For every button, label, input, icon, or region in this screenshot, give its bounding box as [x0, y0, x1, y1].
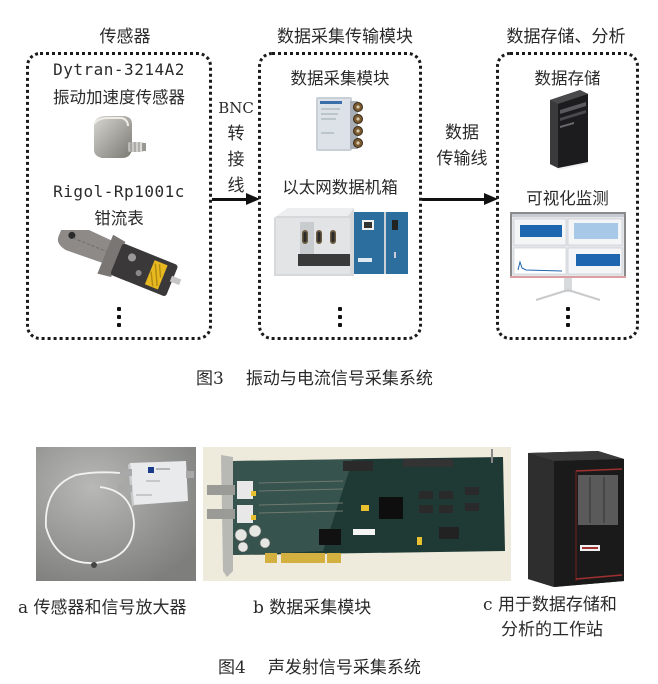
accelerometer-name: 振动加速度传感器: [53, 88, 185, 107]
panel-b-letter: b: [253, 598, 264, 618]
figure4-caption: 图4 声发射信号采集系统: [218, 653, 421, 678]
figure3-number: 图3: [196, 369, 224, 389]
figure4-number: 图4: [218, 658, 246, 678]
bnc-arrow-head: [246, 193, 260, 205]
figure4-title: 声发射信号采集系统: [267, 658, 421, 678]
daq-module-image: [312, 95, 366, 155]
panel-c-letter: c: [483, 595, 493, 615]
bnc-label-line3: 接: [227, 150, 245, 170]
panel-c-text-line2: 分析的工作站: [501, 620, 603, 640]
workstation-photo: [520, 447, 632, 589]
sensors-ellipsis: [117, 307, 121, 331]
storage-box: [496, 52, 639, 340]
storage-pc-image: [544, 88, 592, 170]
monitoring-display-image: [508, 210, 628, 302]
acquisition-card-photo: [203, 447, 511, 581]
data-cable-arrow-line: [422, 198, 490, 201]
sensors-heading: 传感器: [99, 27, 151, 47]
daq-module-name: 数据采集模块: [290, 69, 390, 88]
panel-b-text: 数据采集模块: [269, 598, 372, 618]
acquisition-ellipsis: [338, 307, 342, 331]
ethernet-chassis-image: [270, 204, 420, 280]
data-cable-arrow-head: [484, 193, 498, 205]
panel-a-letter: a: [18, 598, 29, 618]
figure3-title: 振动与电流信号采集系统: [245, 369, 433, 389]
bnc-label-line1: BNC: [218, 99, 254, 117]
bnc-cable-label: BNC 转 接 线: [213, 95, 259, 199]
bnc-arrow-line: [212, 198, 250, 201]
panel-c-label: c 用于数据存储和 分析的工作站: [483, 593, 617, 643]
clamp-meter-model: Rigol-Rp1001c: [53, 182, 185, 201]
data-cable-label: 数据 传输线: [422, 120, 502, 172]
acquisition-heading: 数据采集传输模块: [277, 27, 413, 47]
visual-monitoring-name: 可视化监测: [526, 189, 609, 208]
accelerometer-model: Dytran-3214A2: [53, 60, 185, 79]
ethernet-chassis-name: 以太网数据机箱: [282, 178, 398, 197]
clamp-meter-image: [44, 230, 189, 300]
clamp-meter-name: 钳流表: [94, 209, 144, 228]
figure3-caption: 图3 振动与电流信号采集系统: [196, 364, 433, 389]
sensors-box: [26, 52, 212, 340]
data-cable-label-line2: 传输线: [436, 149, 488, 169]
bnc-label-line2: 转: [227, 124, 245, 144]
panel-a-text: 传感器和信号放大器: [33, 598, 187, 618]
accelerometer-image: [84, 112, 154, 172]
bnc-label-line4: 线: [227, 176, 245, 196]
storage-heading: 数据存储、分析: [506, 27, 626, 47]
panel-c-text-line1: 用于数据存储和: [497, 595, 617, 615]
storage-ellipsis: [566, 307, 570, 331]
data-storage-name: 数据存储: [534, 69, 601, 88]
panel-b-label: b 数据采集模块: [253, 593, 371, 618]
acquisition-box: [258, 52, 422, 340]
data-cable-label-line1: 数据: [445, 123, 479, 143]
panel-a-label: a 传感器和信号放大器: [18, 593, 187, 618]
sensor-amplifier-photo: [36, 447, 196, 581]
